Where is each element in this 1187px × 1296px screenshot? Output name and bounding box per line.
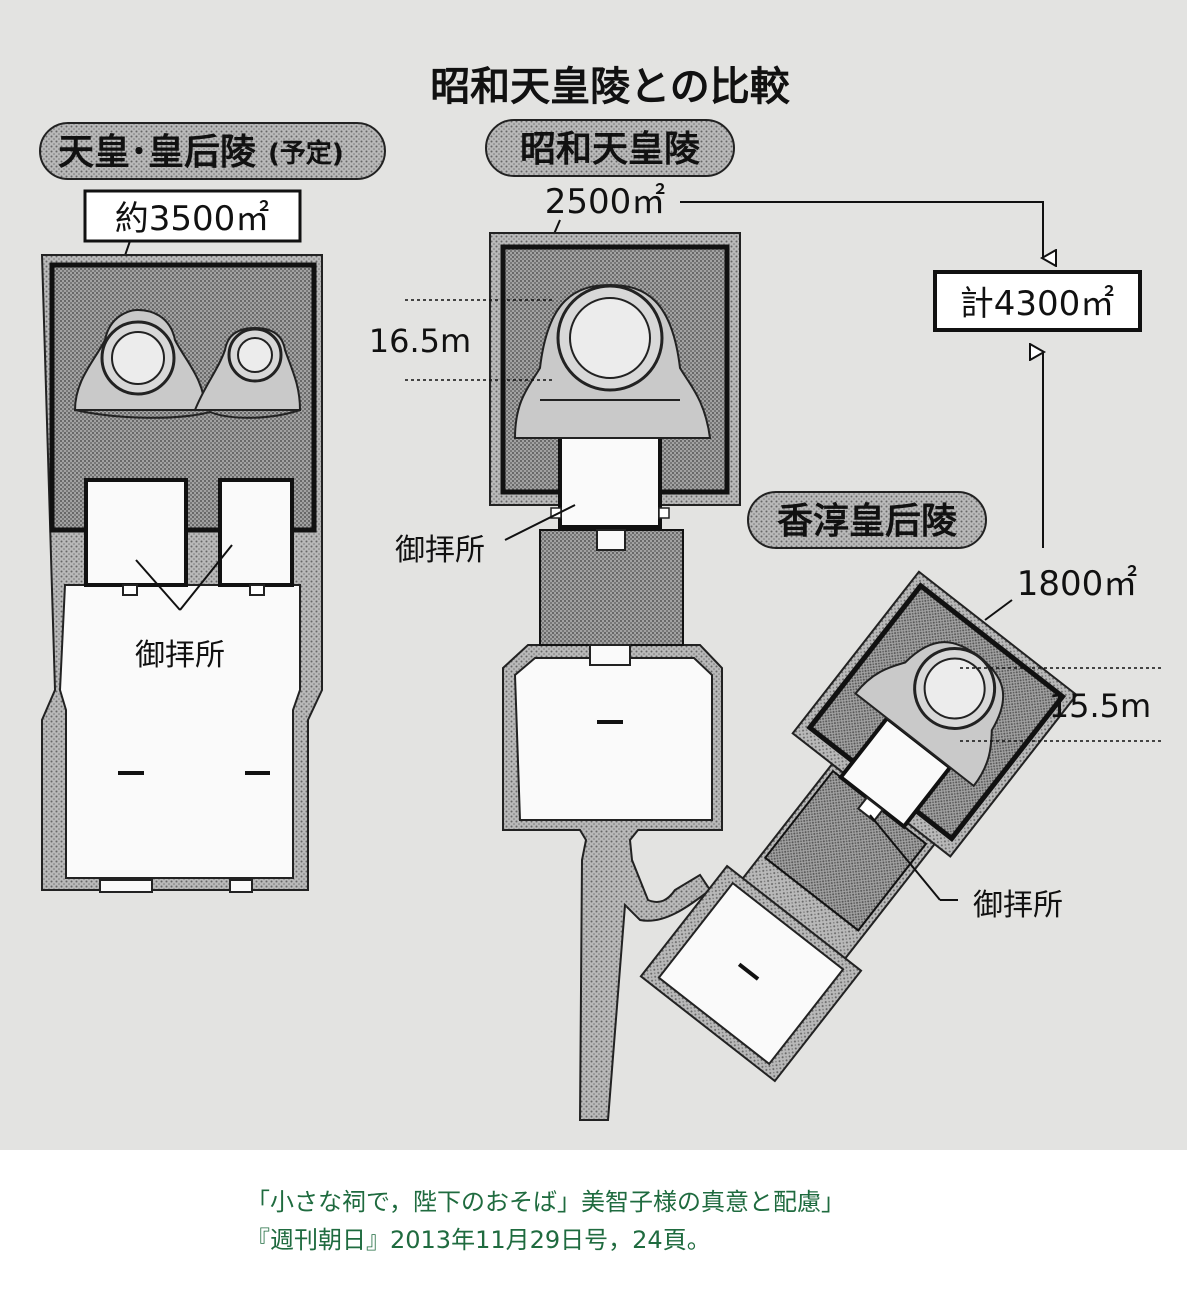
- showa-tag: 昭和天皇陵: [520, 129, 700, 170]
- planned-area-box: [83, 189, 302, 243]
- planned-tag: 天皇･皇后陵: [58, 132, 256, 173]
- planned-area: 約3500㎡: [115, 199, 270, 239]
- total-area: 計4300㎡: [960, 284, 1115, 324]
- arrow-from-showa-area: [680, 201, 1043, 258]
- kojun-mound-diameter: 15.5m: [1049, 687, 1151, 725]
- showa-mound-diameter: 16.5m: [369, 322, 471, 360]
- planned-mausoleum-plan: 天皇･皇后陵 (予定) 約3500㎡ 御拝所: [39, 122, 386, 893]
- area-total: 計4300㎡: [680, 201, 1142, 548]
- source-caption-line2: 『週刊朝日』2013年11月29日号，24頁。: [246, 1226, 711, 1254]
- kojun-worship-label: 御拝所: [973, 888, 1063, 923]
- showa-tag-box: [485, 119, 735, 177]
- kojun-area: 1800㎡: [1017, 564, 1138, 604]
- planned-tag-box: [39, 122, 386, 180]
- showa-mausoleum-plan: 昭和天皇陵 2500㎡ 16.5m 御拝所: [369, 119, 741, 1121]
- kojun-area-leader: [984, 599, 1013, 621]
- diagram-title: 昭和天皇陵との比較: [430, 64, 791, 110]
- kojun-tag-box: [747, 491, 987, 549]
- showa-worship-label: 御拝所: [395, 533, 485, 568]
- total-box: [933, 270, 1142, 332]
- kojun-tag: 香淳皇后陵: [777, 501, 957, 542]
- planned-tag-note: (予定): [268, 138, 344, 169]
- kojun-mausoleum-plan: 香淳皇后陵 1800㎡ 15.5m 御拝所: [639, 491, 1162, 1083]
- source-caption-line1: 「小さな祠で，陛下のおそば」美智子様の真意と配慮」: [246, 1188, 845, 1216]
- showa-worship-hall: [558, 433, 662, 529]
- showa-area: 2500㎡: [545, 182, 666, 222]
- planned-worship-hall-emperor: [84, 478, 188, 587]
- planned-worship-hall-empress: [218, 478, 294, 587]
- planned-forecourt: [58, 584, 301, 879]
- planned-worship-label: 御拝所: [135, 638, 225, 673]
